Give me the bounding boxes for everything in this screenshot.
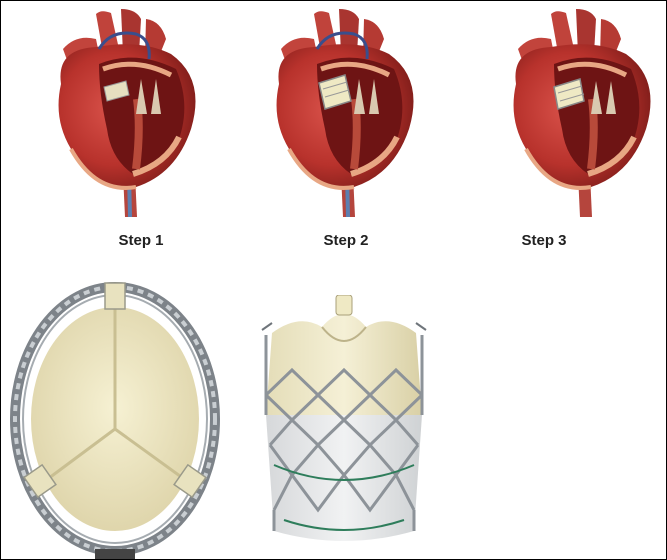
- heart-illustration-step-1: [41, 9, 206, 217]
- heart-illustration-step-2: [259, 9, 424, 217]
- step-2-label: Step 2: [286, 232, 406, 249]
- step-3-label: Step 3: [484, 232, 604, 249]
- valve-side-view-photo: [244, 295, 444, 557]
- step-1-label: Step 1: [81, 232, 201, 249]
- valve-top-view-photo: [9, 279, 221, 559]
- heart-illustration-step-3: [496, 9, 661, 217]
